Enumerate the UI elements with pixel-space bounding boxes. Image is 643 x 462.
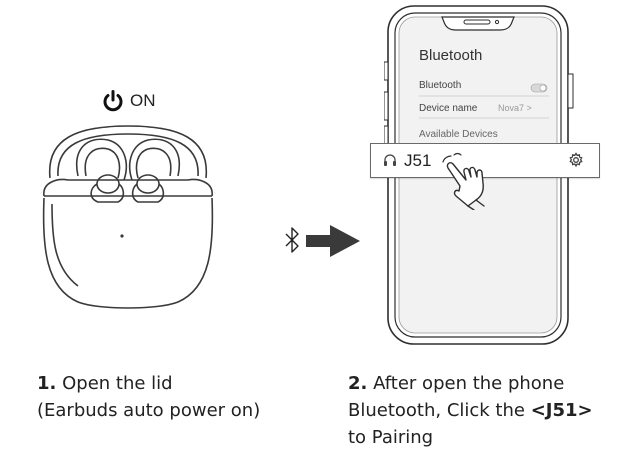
step-1-line-2: (Earbuds auto power on) bbox=[37, 400, 261, 421]
earbuds-case-illustration bbox=[42, 125, 214, 309]
device-name-label: Device name bbox=[419, 103, 478, 114]
step-2-line-2: Bluetooth, Click the bbox=[348, 400, 531, 421]
power-icon bbox=[103, 90, 123, 112]
device-name-j51: J51 bbox=[404, 151, 432, 170]
toggle-switch-icon bbox=[530, 83, 548, 93]
step-2-line-1: After open the phone bbox=[373, 373, 565, 394]
bluetooth-icon bbox=[285, 227, 299, 253]
power-on-indicator: ON bbox=[102, 90, 156, 112]
step-1-number: 1. bbox=[37, 373, 57, 394]
bluetooth-arrow-connector bbox=[285, 225, 360, 257]
pointing-hand-icon bbox=[442, 152, 485, 210]
phone-screen-title: Bluetooth bbox=[419, 47, 483, 64]
bluetooth-setting-label: Bluetooth bbox=[419, 80, 462, 91]
device-list-item-j51[interactable] bbox=[370, 143, 600, 178]
arrow-right-icon bbox=[306, 225, 360, 257]
step-2-number: 2. bbox=[348, 373, 368, 394]
gear-icon bbox=[569, 152, 583, 168]
headphones-icon bbox=[384, 154, 396, 166]
step-1-caption: 1. Open the lid (Earbuds auto power on) bbox=[37, 370, 327, 424]
step-1-line-1: Open the lid bbox=[62, 373, 173, 394]
step-2-device-highlight: <J51> bbox=[530, 400, 593, 421]
device-name-value: Nova7 > bbox=[498, 103, 532, 113]
power-on-label: ON bbox=[130, 91, 156, 110]
step-2-caption: 2. After open the phone Bluetooth, Click… bbox=[348, 370, 640, 451]
available-devices-label: Available Devices bbox=[419, 129, 498, 140]
step-2-line-3: to Pairing bbox=[348, 427, 434, 448]
